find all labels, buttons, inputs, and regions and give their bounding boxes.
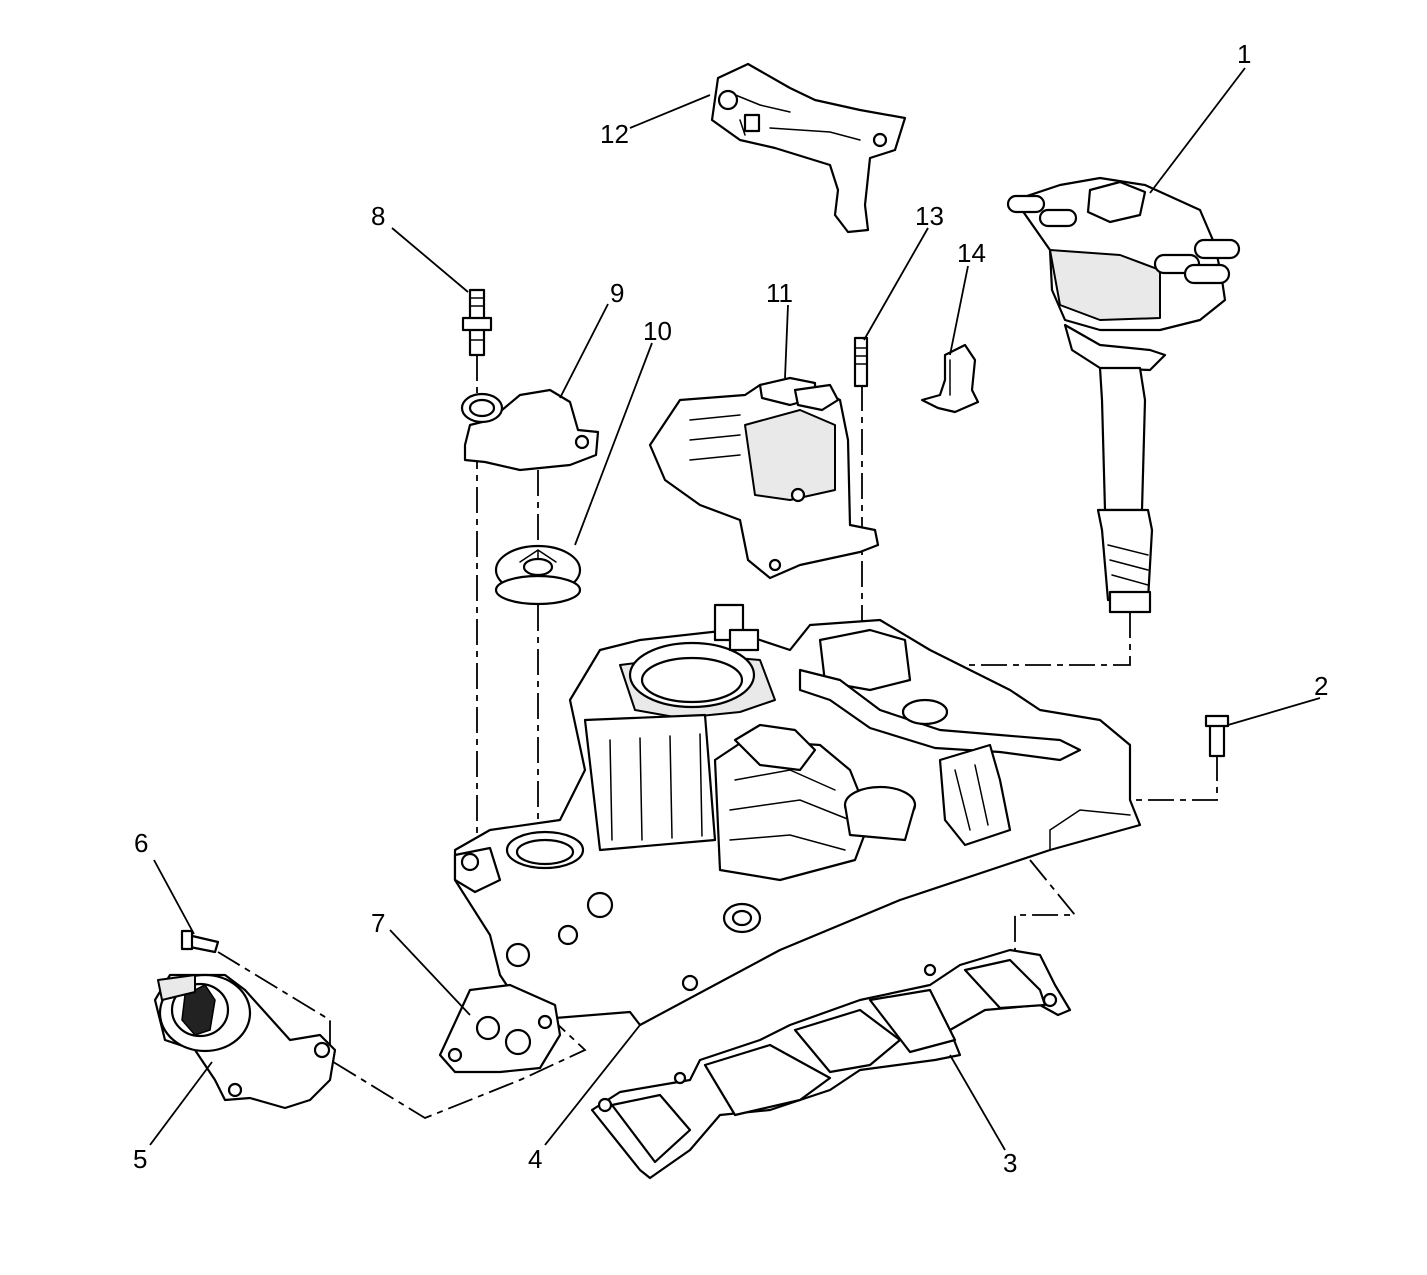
intake-manifold-part-4 bbox=[453, 603, 1142, 1027]
bolt-part-6 bbox=[180, 929, 220, 954]
callout-1: 1 bbox=[1237, 39, 1251, 69]
callout-9: 9 bbox=[610, 278, 624, 308]
callout-14: 14 bbox=[957, 238, 986, 268]
callout-labels: 1 2 3 4 5 6 7 8 9 10 11 12 13 14 bbox=[133, 39, 1328, 1178]
bracket-part-14 bbox=[920, 343, 980, 414]
egr-gasket-part-7 bbox=[438, 983, 562, 1074]
water-outlet-part-9 bbox=[460, 388, 600, 472]
callout-7: 7 bbox=[371, 908, 385, 938]
callout-5: 5 bbox=[133, 1144, 147, 1174]
distributor-part-1 bbox=[1006, 176, 1241, 614]
ignition-coil-part-11 bbox=[648, 376, 880, 580]
egr-valve-part-5 bbox=[153, 973, 337, 1110]
callout-6: 6 bbox=[134, 828, 148, 858]
bolt-part-2 bbox=[1204, 714, 1230, 758]
callout-11: 11 bbox=[766, 278, 793, 308]
callout-10: 10 bbox=[643, 316, 672, 346]
callout-8: 8 bbox=[371, 201, 385, 231]
intake-gasket-part-3 bbox=[590, 948, 1072, 1180]
leader-lines bbox=[149, 67, 1321, 1151]
callout-2: 2 bbox=[1314, 671, 1328, 701]
bracket-part-12 bbox=[710, 62, 907, 234]
callout-3: 3 bbox=[1003, 1148, 1017, 1178]
stud-part-13 bbox=[853, 336, 869, 388]
stud-part-8 bbox=[461, 288, 493, 357]
callout-13: 13 bbox=[915, 201, 944, 231]
callout-4: 4 bbox=[528, 1144, 542, 1174]
callout-12: 12 bbox=[600, 119, 629, 149]
thermostat-part-10 bbox=[494, 544, 582, 606]
